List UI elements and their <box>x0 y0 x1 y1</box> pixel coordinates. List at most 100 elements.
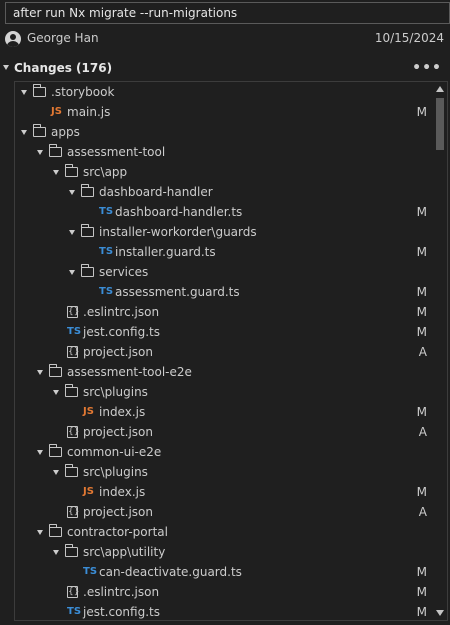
folder-icon <box>65 544 78 557</box>
javascript-file-icon: JS <box>83 406 94 417</box>
file-label: project.json <box>83 345 153 359</box>
commit-message-input[interactable] <box>5 2 450 24</box>
typescript-file-icon: TS <box>67 326 82 337</box>
folder-icon <box>49 524 62 537</box>
file-label: installer.guard.ts <box>115 245 216 259</box>
file-row[interactable]: {}.eslintrc.json M <box>15 582 435 602</box>
chevron-down-icon[interactable] <box>53 170 59 175</box>
chevron-down-icon[interactable] <box>37 450 43 455</box>
folder-label: common-ui-e2e <box>67 445 162 459</box>
folder-icon <box>65 384 78 397</box>
chevron-down-icon[interactable] <box>21 90 27 95</box>
folder-icon <box>49 444 62 457</box>
typescript-file-icon: TS <box>99 246 114 257</box>
changes-section-header[interactable]: Changes (176) ••• <box>0 58 450 78</box>
json-file-icon: {} <box>67 586 80 598</box>
file-row[interactable]: {}project.json A <box>15 422 435 442</box>
file-label: can-deactivate.guard.ts <box>99 565 242 579</box>
file-label: project.json <box>83 505 153 519</box>
folder-icon <box>65 464 78 477</box>
folder-label: dashboard-handler <box>99 185 213 199</box>
git-status-badge: M <box>416 285 427 299</box>
file-label: .eslintrc.json <box>83 305 160 319</box>
file-label: jest.config.ts <box>83 605 160 619</box>
file-label: assessment.guard.ts <box>115 285 240 299</box>
folder-row[interactable]: common-ui-e2e <box>15 442 435 462</box>
chevron-down-icon[interactable] <box>53 550 59 555</box>
file-label: project.json <box>83 425 153 439</box>
chevron-down-icon[interactable] <box>37 530 43 535</box>
commit-author-row: George Han 10/15/2024 <box>0 28 450 50</box>
folder-label: src\plugins <box>83 465 148 479</box>
more-actions-icon[interactable]: ••• <box>412 60 442 76</box>
folder-icon <box>65 164 78 177</box>
chevron-down-icon[interactable] <box>53 470 59 475</box>
folder-row[interactable]: src\app <box>15 162 435 182</box>
folder-label: .storybook <box>51 85 115 99</box>
folder-row[interactable]: assessment-tool <box>15 142 435 162</box>
git-status-badge: M <box>416 585 427 599</box>
folder-row[interactable]: src\plugins <box>15 462 435 482</box>
scrollbar-thumb[interactable] <box>436 98 444 150</box>
file-label: jest.config.ts <box>83 325 160 339</box>
folder-row[interactable]: src\app\utility <box>15 542 435 562</box>
file-label: index.js <box>99 405 146 419</box>
git-status-badge: M <box>416 205 427 219</box>
chevron-down-icon[interactable] <box>69 190 75 195</box>
file-label: index.js <box>99 485 146 499</box>
folder-label: assessment-tool <box>67 145 166 159</box>
git-status-badge: M <box>416 245 427 259</box>
git-status-badge: M <box>416 485 427 499</box>
folder-row[interactable]: assessment-tool-e2e <box>15 362 435 382</box>
git-status-badge: A <box>418 425 427 439</box>
file-label: .eslintrc.json <box>83 585 160 599</box>
javascript-file-icon: JS <box>51 106 62 117</box>
git-status-badge: A <box>418 345 427 359</box>
folder-row[interactable]: src\plugins <box>15 382 435 402</box>
folder-row[interactable]: apps <box>15 122 435 142</box>
vertical-scrollbar[interactable] <box>433 82 447 620</box>
javascript-file-icon: JS <box>83 486 94 497</box>
chevron-down-icon[interactable] <box>37 150 43 155</box>
folder-icon <box>33 84 46 97</box>
chevron-down-icon[interactable] <box>37 370 43 375</box>
chevron-down-icon[interactable] <box>69 270 75 275</box>
folder-row[interactable]: .storybook <box>15 82 435 102</box>
folder-row[interactable]: services <box>15 262 435 282</box>
commit-date: 10/15/2024 <box>374 31 444 45</box>
chevron-down-icon[interactable] <box>69 230 75 235</box>
folder-row[interactable]: contractor-portal <box>15 522 435 542</box>
file-label: dashboard-handler.ts <box>115 205 243 219</box>
scroll-down-icon[interactable] <box>436 610 444 616</box>
chevron-down-icon[interactable] <box>3 65 9 70</box>
folder-row[interactable]: dashboard-handler <box>15 182 435 202</box>
scroll-up-icon[interactable] <box>436 86 444 92</box>
folder-label: src\plugins <box>83 385 148 399</box>
changes-title: Changes (176) <box>14 61 113 75</box>
folder-icon <box>49 144 62 157</box>
typescript-file-icon: TS <box>67 606 82 617</box>
json-file-icon: {} <box>67 426 80 438</box>
folder-icon <box>33 124 46 137</box>
git-status-badge: M <box>416 605 427 619</box>
git-status-badge: M <box>416 105 427 119</box>
typescript-file-icon: TS <box>83 566 98 577</box>
file-row[interactable]: JS index.js M <box>15 482 435 502</box>
folder-label: assessment-tool-e2e <box>67 365 192 379</box>
chevron-down-icon[interactable] <box>53 390 59 395</box>
chevron-down-icon[interactable] <box>21 130 27 135</box>
folder-row[interactable]: installer-workorder\guards <box>15 222 435 242</box>
git-status-badge: M <box>416 325 427 339</box>
